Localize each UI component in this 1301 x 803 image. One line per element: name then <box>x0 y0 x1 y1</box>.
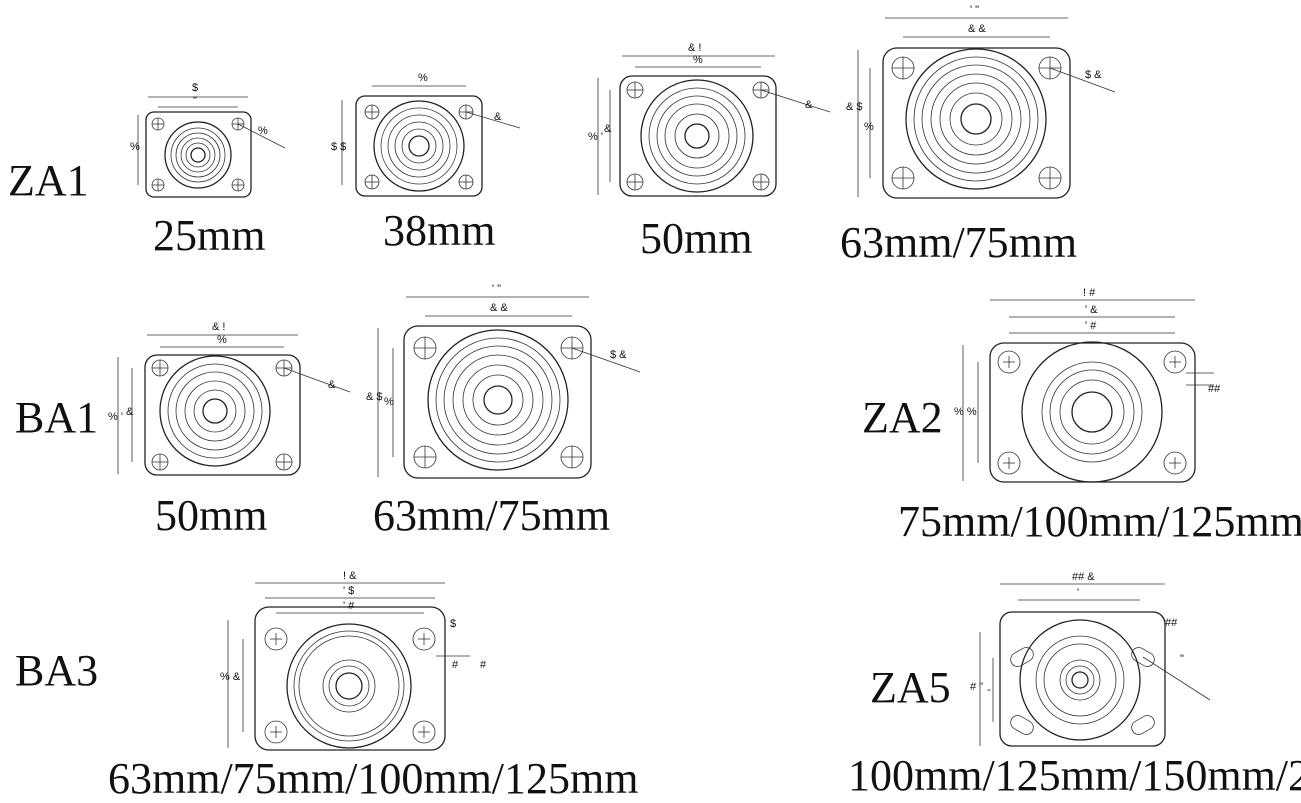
dimension-glyph: ' # <box>1085 320 1097 332</box>
dimension-glyph: & <box>604 123 612 135</box>
dimension-glyph: $ <box>450 618 456 630</box>
plate-ba1-50mm: & ! % & % ' & <box>108 321 351 476</box>
dimension-glyph: " <box>193 95 197 107</box>
plate-ba3: ! & ' $ ' # $ # # % & <box>220 570 487 751</box>
size-caption-za1-63mm-75mm: 63mm/75mm <box>840 218 1077 267</box>
series-label-za1: ZA1 <box>8 156 89 205</box>
size-caption-za1-25mm: 25mm <box>153 211 265 260</box>
dimension-glyph: & <box>494 111 502 123</box>
size-caption-za1-50mm: 50mm <box>640 214 752 263</box>
dimension-glyph: # " <box>970 681 983 693</box>
size-caption-ba1-63mm-75mm: 63mm/75mm <box>373 491 610 540</box>
dimension-glyph: ! # <box>1083 287 1096 299</box>
series-label-ba3: BA3 <box>15 646 98 695</box>
plate-za2: ! # ' & ' # ## % % <box>954 287 1221 483</box>
dimension-glyph: # <box>452 659 459 671</box>
dimension-glyph: ' # <box>343 600 355 612</box>
dimension-glyph: % <box>258 125 268 137</box>
size-caption-ba1-50mm: 50mm <box>155 491 267 540</box>
dimension-glyph: & ! <box>212 321 225 333</box>
dimension-glyph: % <box>384 396 394 408</box>
dimension-glyph: ## & <box>1072 571 1095 583</box>
dimension-glyph: & & <box>490 302 508 314</box>
dimension-glyph: ' " <box>970 4 979 16</box>
size-caption-ba3: 63mm/75mm/100mm/125mm <box>108 754 638 803</box>
plate-ba1-63mm-75mm: ' " & & $ & & $ % <box>366 283 641 479</box>
dimension-glyph: & <box>805 99 813 111</box>
dimension-glyph: & <box>126 406 134 418</box>
plate-za5: ## & ' ## " # " - <box>970 571 1211 747</box>
dimension-glyph: $ & <box>1085 69 1102 81</box>
dimension-glyph: % % <box>954 406 977 418</box>
dimension-glyph: & $ <box>366 391 383 403</box>
dimension-glyph: % & <box>220 671 241 683</box>
dimension-glyph: $ $ <box>331 141 346 153</box>
dimension-glyph: & ! <box>688 42 701 54</box>
dimension-glyph: % <box>130 141 140 153</box>
dimension-glyph: % ' <box>108 411 123 423</box>
size-caption-za2: 75mm/100mm/125mm <box>898 497 1301 546</box>
dimension-glyph: " <box>1180 653 1184 665</box>
plate-za1-25mm: $ " % % <box>130 82 286 198</box>
dimension-glyph: % <box>864 121 874 133</box>
dimension-glyph: & $ <box>846 101 863 113</box>
dimension-glyph: - <box>987 684 991 696</box>
dimension-glyph: % <box>217 334 227 346</box>
dimension-glyph: & & <box>968 23 986 35</box>
size-caption-za1-38mm: 38mm <box>383 206 495 255</box>
dimension-glyph: # <box>480 659 487 671</box>
plate-za1-38mm: % & $ $ <box>331 72 521 197</box>
dimension-glyph: ## <box>1165 617 1178 629</box>
dimension-glyph: % <box>418 72 428 84</box>
dimension-glyph: ' $ <box>343 585 354 597</box>
dimension-glyph: ! & <box>343 570 357 582</box>
size-caption-za5: 100mm/125mm/150mm/200mm <box>848 751 1301 800</box>
series-label-za2: ZA2 <box>862 393 943 442</box>
series-label-ba1: BA1 <box>15 393 98 442</box>
dimension-glyph: % <box>693 54 703 66</box>
dimension-glyph: ' <box>1077 587 1079 599</box>
dimension-glyph: $ <box>192 82 198 94</box>
plate-za1-50mm: & ! % & % ' & <box>588 42 831 197</box>
dimension-glyph: & <box>328 379 336 391</box>
plate-za1-63mm-75mm: ' " & & $ & & $ % <box>846 4 1116 199</box>
series-label-za5: ZA5 <box>870 663 951 712</box>
dimension-glyph: ## <box>1208 383 1221 395</box>
dimension-glyph: % ' <box>588 131 603 143</box>
dimension-glyph: ' & <box>1085 304 1098 316</box>
dimension-glyph: ' " <box>492 283 501 295</box>
dimension-glyph: $ & <box>610 349 627 361</box>
